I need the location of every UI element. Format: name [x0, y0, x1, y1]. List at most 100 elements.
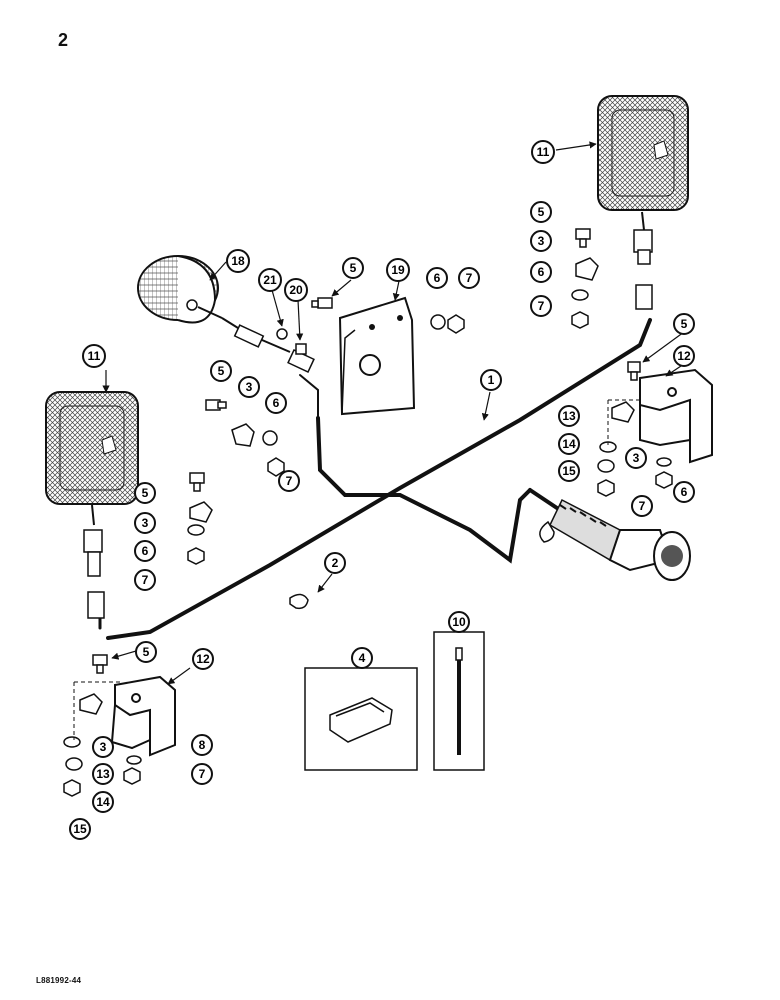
svg-text:15: 15 [562, 464, 576, 478]
svg-text:3: 3 [633, 451, 640, 465]
callout-3-lower-right: 3 [625, 447, 647, 469]
flood-lamp-left [45, 391, 139, 619]
callout-6-mid: 6 [265, 392, 287, 414]
svg-text:5: 5 [218, 364, 225, 378]
svg-text:21: 21 [263, 273, 277, 287]
drawing-reference-code: L881992-44 [36, 976, 82, 985]
clamp-icon [611, 401, 635, 423]
callout-3-right: 3 [530, 230, 552, 252]
nut-icon [123, 767, 141, 785]
svg-text:5: 5 [538, 205, 545, 219]
bolt-icon [92, 654, 108, 666]
callout-1: 1 [480, 369, 502, 391]
svg-text:15: 15 [73, 822, 87, 836]
svg-text:3: 3 [142, 516, 149, 530]
svg-text:5: 5 [142, 486, 149, 500]
nut-icon [447, 314, 465, 334]
assembly-guide-lines [73, 399, 640, 740]
page-number: 2 [58, 30, 69, 50]
svg-text:6: 6 [538, 265, 545, 279]
callout-21: 21 [258, 268, 282, 292]
work-lamp-round [137, 255, 315, 373]
clamp-icon [79, 693, 103, 715]
flood-lamp-upper-right [597, 95, 689, 310]
svg-text:11: 11 [537, 145, 550, 159]
nut-icon [63, 779, 81, 797]
svg-text:12: 12 [677, 349, 691, 363]
callout-18: 18 [226, 249, 250, 273]
clamp-icon [189, 501, 213, 523]
svg-text:11: 11 [88, 349, 101, 363]
washer-icon [430, 314, 446, 330]
callout-11-left: 11 [82, 344, 106, 368]
callout-7-mid: 7 [278, 470, 300, 492]
nut-icon [571, 311, 589, 329]
callout-5-top: 5 [342, 257, 364, 279]
bolt-icon [575, 228, 591, 240]
washer-icon [187, 524, 205, 536]
lamp-bracket-right [639, 368, 713, 464]
cable-tie-icon [455, 647, 463, 755]
svg-text:10: 10 [452, 615, 466, 629]
svg-text:1: 1 [488, 373, 495, 387]
callout-12-right: 12 [673, 345, 695, 367]
callout-14-left: 14 [92, 791, 114, 813]
svg-text:2: 2 [332, 556, 339, 570]
svg-text:6: 6 [142, 544, 149, 558]
callout-15-left: 15 [69, 818, 91, 840]
callout-4: 4 [351, 647, 373, 669]
nut-icon [187, 547, 205, 565]
bolt-icon [627, 361, 641, 373]
callout-3-left: 3 [134, 512, 156, 534]
callout-3-lower-left: 3 [92, 736, 114, 758]
trailer-socket-plug [539, 498, 691, 581]
callout-5-mid-right: 5 [673, 313, 695, 335]
washer-icon [276, 328, 288, 340]
callout-13-right: 13 [558, 405, 580, 427]
svg-text:12: 12 [196, 652, 210, 666]
callout-6-lower-right: 6 [673, 481, 695, 503]
callout-5-lower-left: 5 [135, 641, 157, 663]
callout-7-top: 7 [458, 267, 480, 289]
svg-text:8: 8 [199, 738, 206, 752]
bolt-icon [317, 297, 333, 309]
bolt-icon [189, 472, 205, 484]
svg-text:7: 7 [199, 767, 206, 781]
callout-19: 19 [386, 258, 410, 282]
svg-text:7: 7 [466, 271, 473, 285]
washer-icon [571, 289, 589, 301]
callout-7-right: 7 [530, 295, 552, 317]
svg-text:5: 5 [143, 645, 150, 659]
callout-2: 2 [324, 552, 346, 574]
callout-13-left: 13 [92, 763, 114, 785]
svg-text:6: 6 [681, 485, 688, 499]
svg-text:18: 18 [231, 254, 245, 268]
washer-icon [65, 757, 83, 771]
harness-clip-icon [289, 593, 309, 610]
svg-text:14: 14 [96, 795, 110, 809]
svg-text:7: 7 [142, 573, 149, 587]
connector-seal-icon [329, 697, 393, 743]
callout-6-left: 6 [134, 540, 156, 562]
svg-text:6: 6 [273, 396, 280, 410]
svg-text:7: 7 [538, 299, 545, 313]
leader-lines [102, 141, 685, 685]
lamp-bracket-left [110, 675, 176, 757]
callout-8: 8 [191, 734, 213, 756]
svg-text:5: 5 [350, 261, 357, 275]
callout-5-right: 5 [530, 201, 552, 223]
svg-text:3: 3 [246, 380, 253, 394]
callout-6-right: 6 [530, 261, 552, 283]
clamp-icon [231, 423, 255, 447]
callout-3-mid: 3 [238, 376, 260, 398]
callout-20: 20 [284, 278, 308, 302]
svg-text:7: 7 [286, 474, 293, 488]
svg-text:20: 20 [289, 283, 303, 297]
svg-text:19: 19 [391, 263, 405, 277]
svg-text:7: 7 [639, 499, 646, 513]
washer-icon [656, 457, 672, 467]
svg-text:14: 14 [562, 437, 576, 451]
nut-icon [267, 457, 285, 477]
svg-text:3: 3 [538, 234, 545, 248]
bolt-icon [295, 343, 307, 355]
